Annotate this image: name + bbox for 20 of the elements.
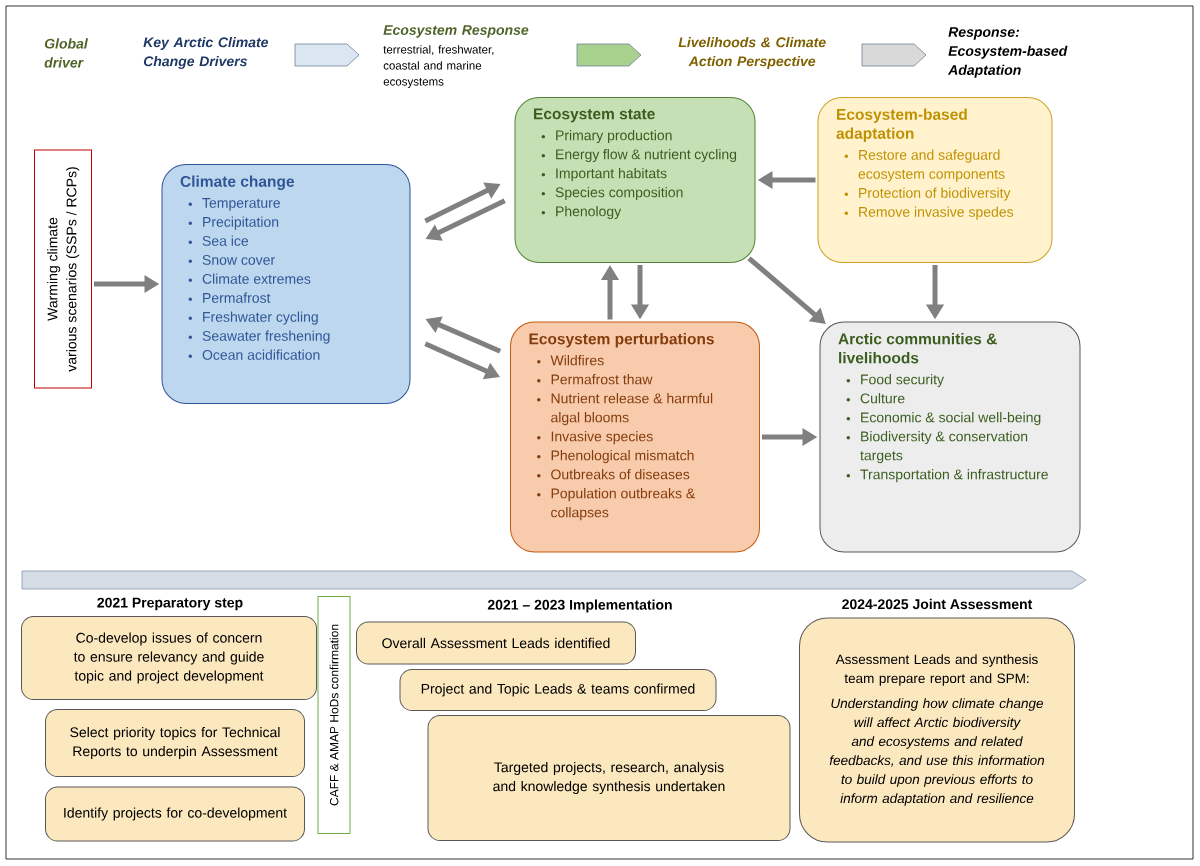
process-box: Arctic communities & livelihoods Food security Culture Economic & social well-being Biodiversity & conservation targets Transportation & infrastructure bbox=[819, 321, 1081, 553]
process-box: Ecosystem-based adaptation Restore and safeguard ecosystem components Protection of biodiversity Remove invasive spedes bbox=[817, 97, 1053, 263]
legend-text: Livelihoods & Climate Action Perspective bbox=[678, 36, 826, 69]
step-box: Select priority topics for Technical Reports to underpin Assessment bbox=[45, 709, 305, 777]
process-box: Climate change Temperature Precipitation Sea ice Snow cover Climate extremes Permafrost Freshwater cycling Seawater freshening Ocean acidification bbox=[161, 164, 411, 404]
step-box: Project and Topic Leads & teams confirmed bbox=[399, 669, 717, 711]
step-box: Identify projects for co-development bbox=[45, 786, 305, 842]
process-box: Ecosystem state Primary production Energy flow & nutrient cycling Important habitats Species composition Phenology bbox=[514, 97, 756, 263]
step-box: Overall Assessment Leads identified bbox=[356, 621, 636, 665]
legend-text: Ecosystem Response bbox=[383, 25, 529, 38]
step-box: Targeted projects, research, analysis and knowledge synthesis undertaken bbox=[427, 715, 791, 841]
step-box: Co-develop issues of concern to ensure relevancy and guide topic and project development bbox=[21, 616, 317, 700]
process-box: Ecosystem perturbations Wildfires Permafrost thaw Nutrient release & harmful algal blooms Invasive species Phenological mismatch Outbreaks of diseases Population outbreaks & collapses bbox=[510, 321, 760, 553]
legend-text: Key Arctic Climate Change Drivers bbox=[143, 36, 269, 69]
confirmation-box: CAFF & AMAP HoDs confirmation bbox=[317, 596, 351, 834]
header-text: Global driver bbox=[44, 38, 88, 68]
header-text: terrestrial, freshwater, coastal and marine ecosystems bbox=[383, 45, 494, 88]
scenario-box: Warming climate various scenarios (SSPs / RCPs) bbox=[34, 149, 92, 389]
header-text: Response: Ecosystem-based Adaptation bbox=[947, 27, 1068, 78]
step-box: Assessment Leads and synthesis team prepare report and SPM: Understanding how climate change will affect Arctic biodiversity and ecosystems and related feedbacks, and use this information to build upon previous efforts to inform adaptation and resilience bbox=[799, 617, 1075, 843]
